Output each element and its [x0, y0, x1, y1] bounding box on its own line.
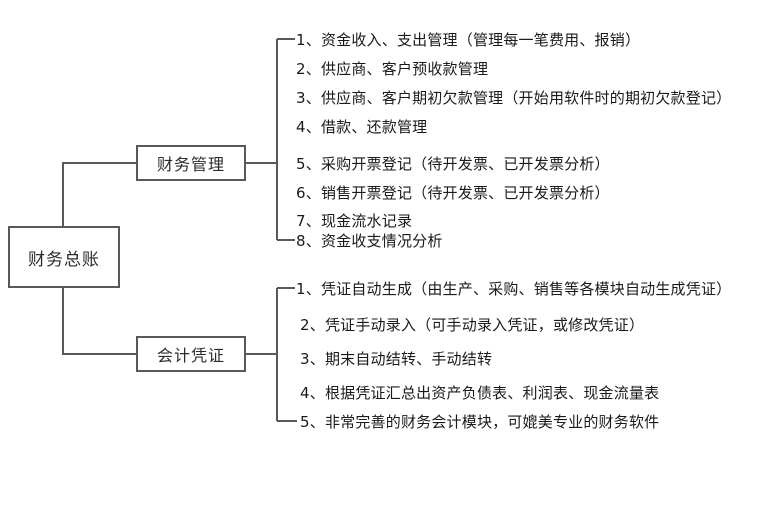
node-branch-finance-management[interactable]: 财务管理 [136, 145, 246, 181]
node-branch-accounting-voucher[interactable]: 会计凭证 [136, 336, 246, 372]
leaf-item-voucher-2: 2、凭证手动录入（可手动录入凭证，或修改凭证） [300, 316, 645, 334]
leaf-item-finance-3: 3、供应商、客户期初欠款管理（开始用软件时的期初欠款登记） [296, 89, 732, 107]
leaf-item-voucher-5: 5、非常完善的财务会计模块，可媲美专业的财务软件 [300, 413, 660, 431]
node-branch-voucher-label: 会计凭证 [156, 346, 225, 365]
trunk-to-voucher [62, 288, 136, 355]
leaf-item-finance-7: 7、现金流水记录 [296, 212, 413, 230]
node-root-finance-ledger[interactable]: 财务总账 [8, 226, 120, 288]
leaf-item-finance-8: 8、资金收支情况分析 [296, 232, 443, 250]
node-branch-finance-label: 财务管理 [156, 155, 225, 174]
node-root-label: 财务总账 [28, 249, 100, 270]
leaf-item-finance-2: 2、供应商、客户预收款管理 [296, 60, 489, 78]
leaf-item-voucher-1: 1、凭证自动生成（由生产、采购、销售等各模块自动生成凭证） [296, 280, 732, 298]
leaf-item-voucher-4: 4、根据凭证汇总出资产负债表、利润表、现金流量表 [300, 384, 660, 402]
leaf-item-finance-6: 6、销售开票登记（待开发票、已开发票分析） [296, 184, 610, 202]
leaf-item-voucher-3: 3、期末自动结转、手动结转 [300, 350, 493, 368]
leaf-item-finance-1: 1、资金收入、支出管理（管理每一笔费用、报销） [296, 31, 641, 49]
trunk-to-finance [62, 162, 136, 226]
leaf-item-finance-5: 5、采购开票登记（待开发票、已开发票分析） [296, 155, 610, 173]
leaf-item-finance-4: 4、借款、还款管理 [296, 118, 428, 136]
